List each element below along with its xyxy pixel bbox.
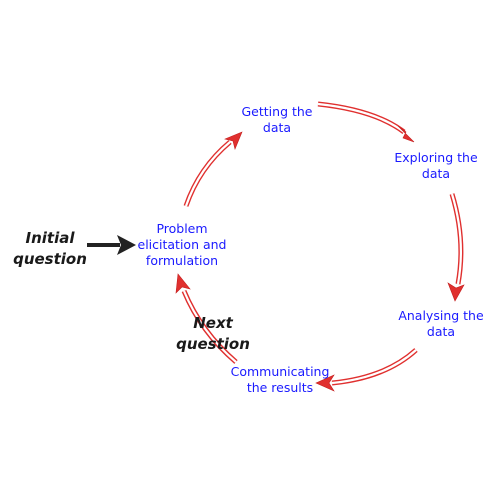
- arrow-exploring-to-analysing: [447, 193, 465, 302]
- node-communicating-line2: the results: [246, 380, 314, 395]
- node-problem-line2: elicitation and: [137, 237, 227, 252]
- node-exploring-line2: data: [421, 166, 451, 181]
- node-communicating-the-results: Communicating the results: [231, 364, 330, 396]
- arrow-getting-to-exploring: [317, 101, 415, 143]
- initial-question-arrow: [87, 235, 136, 255]
- node-problem-line1: Problem: [156, 221, 208, 236]
- next-question-label: Next question: [176, 313, 250, 355]
- node-getting-line2: data: [262, 120, 292, 135]
- node-exploring-the-data: Exploring the data: [394, 150, 477, 182]
- node-problem-elicitation: Problem elicitation and formulation: [138, 221, 227, 269]
- initial-question-line1: Initial: [25, 229, 75, 247]
- initial-question-line2: question: [13, 250, 87, 268]
- node-analysing-line1: Analysing the: [398, 308, 484, 323]
- initial-question-label: Initial question: [13, 228, 87, 270]
- node-analysing-line2: data: [426, 324, 456, 339]
- node-problem-line3: formulation: [145, 253, 219, 268]
- node-exploring-line1: Exploring the: [394, 150, 478, 165]
- arrow-problem-to-getting: [183, 131, 243, 207]
- node-getting-line1: Getting the: [241, 104, 313, 119]
- node-getting-the-data: Getting the data: [242, 104, 313, 136]
- next-question-line2: question: [176, 335, 250, 353]
- node-communicating-line1: Communicating: [230, 364, 330, 379]
- next-question-line1: Next: [193, 314, 233, 332]
- arrow-communicating-to-problem: [175, 273, 238, 364]
- node-analysing-the-data: Analysing the data: [398, 308, 483, 340]
- arrow-analysing-to-communicating: [315, 348, 418, 392]
